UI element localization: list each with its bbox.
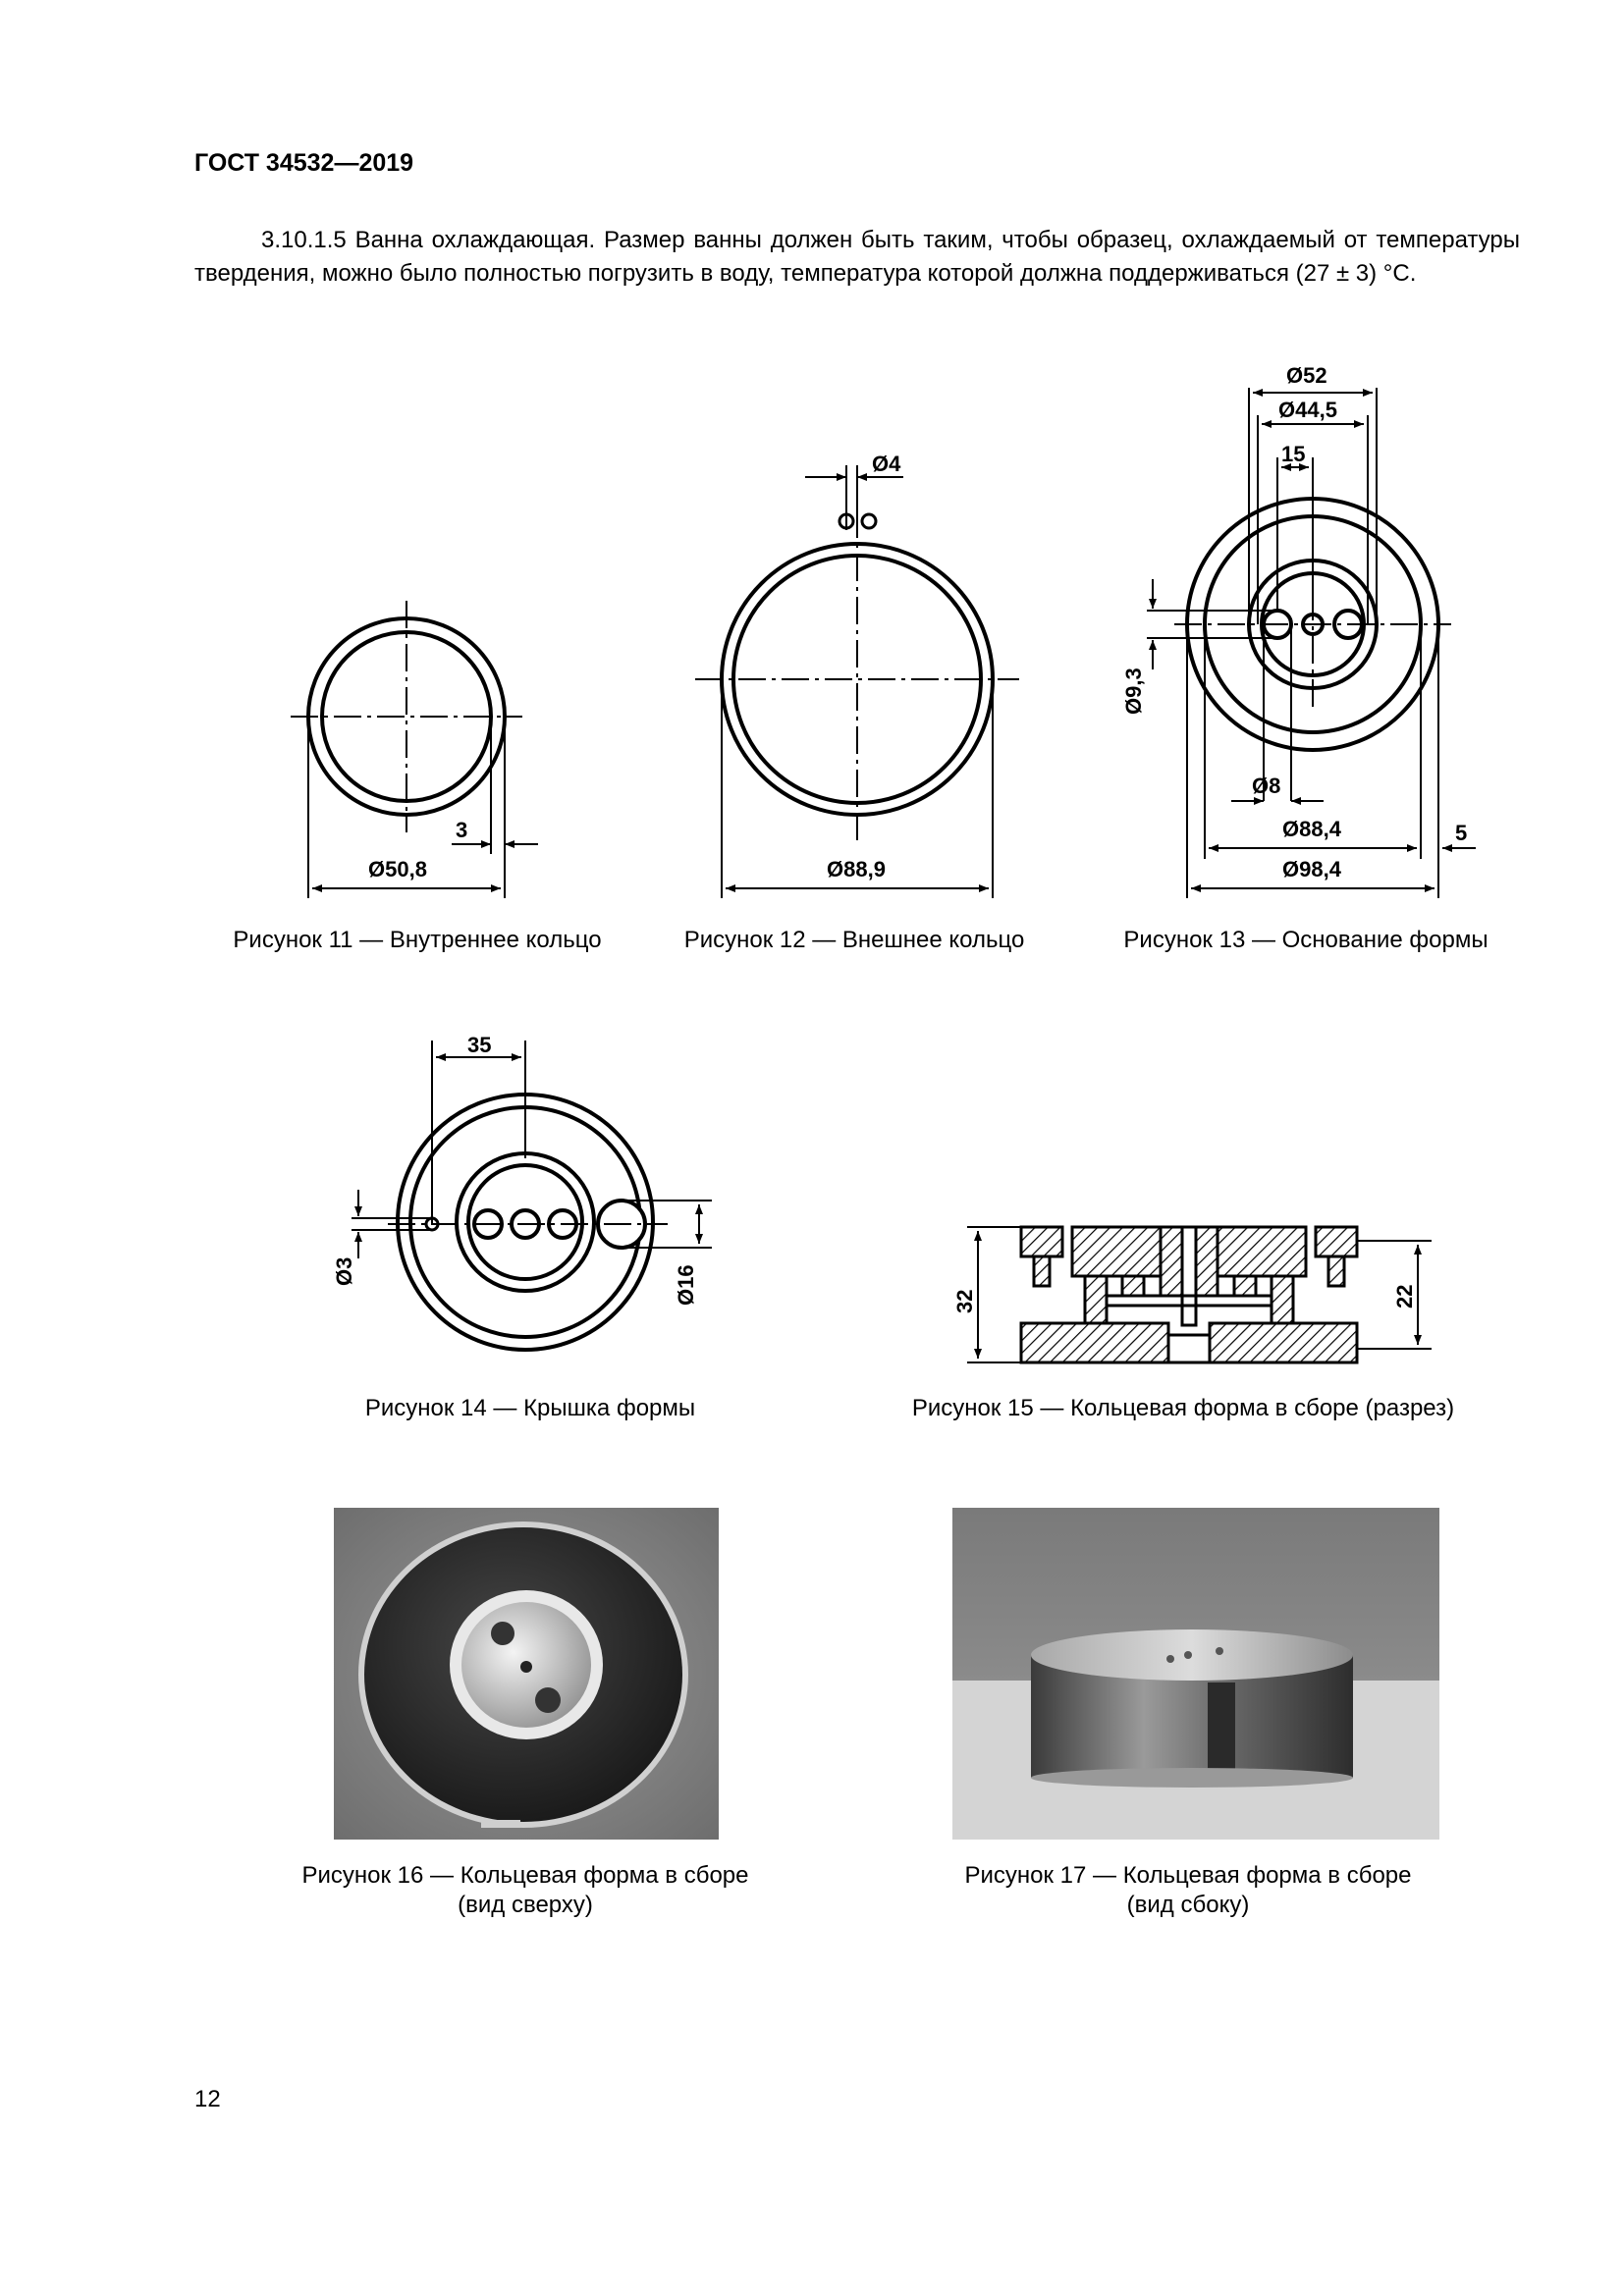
figure-15-caption: Рисунок 15 — Кольцевая форма в сборе (ра… <box>911 1395 1455 1421</box>
figure-17-caption-line1: Рисунок 17 — Кольцевая форма в сборе <box>964 1862 1412 1889</box>
figure-17-caption: Рисунок 17 — Кольцевая форма в сборе (ви… <box>938 1861 1438 1920</box>
figure-16-caption: Рисунок 16 — Кольцевая форма в сборе (ви… <box>275 1861 776 1920</box>
figure-17-caption-line2: (вид сбоку) <box>1126 1892 1250 1918</box>
figure-11-caption: Рисунок 11 — Внутреннее кольцо <box>233 927 602 953</box>
figure-14-caption: Рисунок 14 — Крышка формы <box>364 1395 696 1421</box>
fig14-dim-small: Ø3 <box>332 1257 356 1286</box>
fig12-dim-hole: Ø4 <box>872 452 901 476</box>
figure-13-drawing: Ø52 Ø44,5 15 Ø9,3 Ø8 Ø88,4 Ø98,4 5 <box>1121 363 1476 898</box>
fig13-dim-inner1: Ø52 <box>1286 363 1327 388</box>
figure-14-drawing: 35 Ø3 Ø16 <box>332 1033 712 1352</box>
figure-16-caption-line2: (вид сверху) <box>458 1892 593 1918</box>
figure-16-photo <box>334 1508 719 1840</box>
fig13-dim-height: Ø9,3 <box>1121 667 1146 715</box>
figure-17-photo <box>952 1508 1439 1840</box>
fig11-dim-thickness: 3 <box>456 818 467 842</box>
fig13-dim-spacing: 15 <box>1281 442 1305 466</box>
fig14-dim-offset: 35 <box>467 1033 491 1057</box>
document-header: ГОСТ 34532—2019 <box>194 149 414 177</box>
fig15-dim-inner: 22 <box>1392 1285 1417 1308</box>
figure-11-drawing: Ø50,8 3 <box>291 601 538 898</box>
fig14-dim-large: Ø16 <box>674 1264 698 1306</box>
fig11-dim-diameter: Ø50,8 <box>368 857 427 881</box>
page-number: 12 <box>194 2086 221 2112</box>
figure-12-caption: Рисунок 12 — Внешнее кольцо <box>683 927 1025 953</box>
section-paragraph: 3.10.1.5 Ванна охлаждающая. Размер ванны… <box>194 224 1520 291</box>
fig15-dim-total: 32 <box>952 1290 977 1313</box>
fig13-dim-hole: Ø8 <box>1252 774 1280 798</box>
figure-15-drawing: 32 22 <box>952 1225 1432 1364</box>
fig13-dim-mid: Ø88,4 <box>1282 817 1342 841</box>
figure-16-caption-line1: Рисунок 16 — Кольцевая форма в сборе <box>301 1862 749 1889</box>
fig13-dim-step: 5 <box>1455 821 1467 845</box>
fig13-dim-outer: Ø98,4 <box>1282 857 1342 881</box>
fig12-dim-diameter: Ø88,9 <box>827 857 886 881</box>
paragraph-text: 3.10.1.5 Ванна охлаждающая. Размер ванны… <box>194 227 1520 287</box>
figure-13-caption: Рисунок 13 — Основание формы <box>1123 927 1489 953</box>
fig13-dim-inner2: Ø44,5 <box>1278 398 1337 422</box>
figure-12-drawing: Ø4 Ø88,9 <box>695 452 1019 898</box>
